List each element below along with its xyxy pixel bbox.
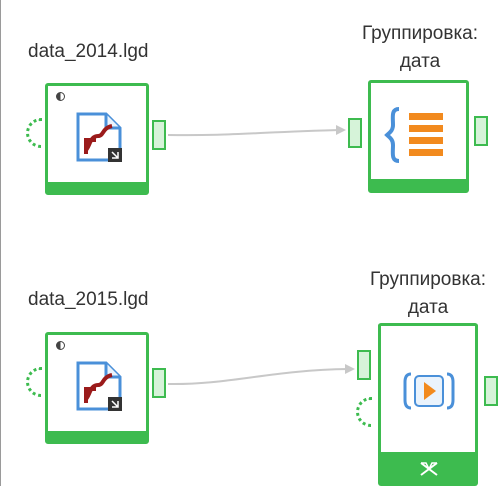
input-port[interactable]	[357, 350, 371, 380]
canvas-border	[0, 0, 1, 486]
node-label-data-2014: data_2014.lgd	[28, 41, 149, 62]
input-port-ring[interactable]	[356, 397, 372, 427]
output-port[interactable]	[474, 116, 488, 146]
status-indicator-icon	[56, 341, 65, 350]
node-status-bar	[48, 431, 146, 441]
file-reader-icon	[76, 112, 122, 162]
hourglass-icon	[420, 462, 438, 476]
curly-brace-list-icon	[384, 107, 443, 163]
output-port[interactable]	[152, 120, 166, 150]
node-label-group-1-line1: Группировка:	[361, 23, 479, 44]
input-port-ring[interactable]	[26, 118, 42, 148]
input-port[interactable]	[348, 118, 362, 148]
file-reader-icon	[76, 361, 122, 411]
node-data-2014-reader[interactable]	[45, 83, 149, 195]
node-label-data-2015: data_2015.lgd	[28, 289, 149, 310]
node-status-bar	[381, 452, 475, 486]
input-port-ring[interactable]	[26, 367, 42, 397]
node-status-bar	[371, 179, 466, 190]
play-frame-icon	[403, 372, 455, 410]
node-label-group-2-line2: дата	[407, 297, 449, 318]
output-port[interactable]	[484, 376, 498, 406]
node-label-group-2-line1: Группировка:	[369, 269, 487, 290]
node-status-bar	[48, 182, 146, 192]
output-port[interactable]	[152, 368, 166, 398]
node-label-group-1-line2: дата	[399, 51, 441, 72]
status-indicator-icon	[56, 92, 65, 101]
node-data-2015-reader[interactable]	[45, 332, 149, 444]
node-grouping-2[interactable]	[378, 323, 478, 486]
node-grouping-1[interactable]	[368, 80, 469, 193]
